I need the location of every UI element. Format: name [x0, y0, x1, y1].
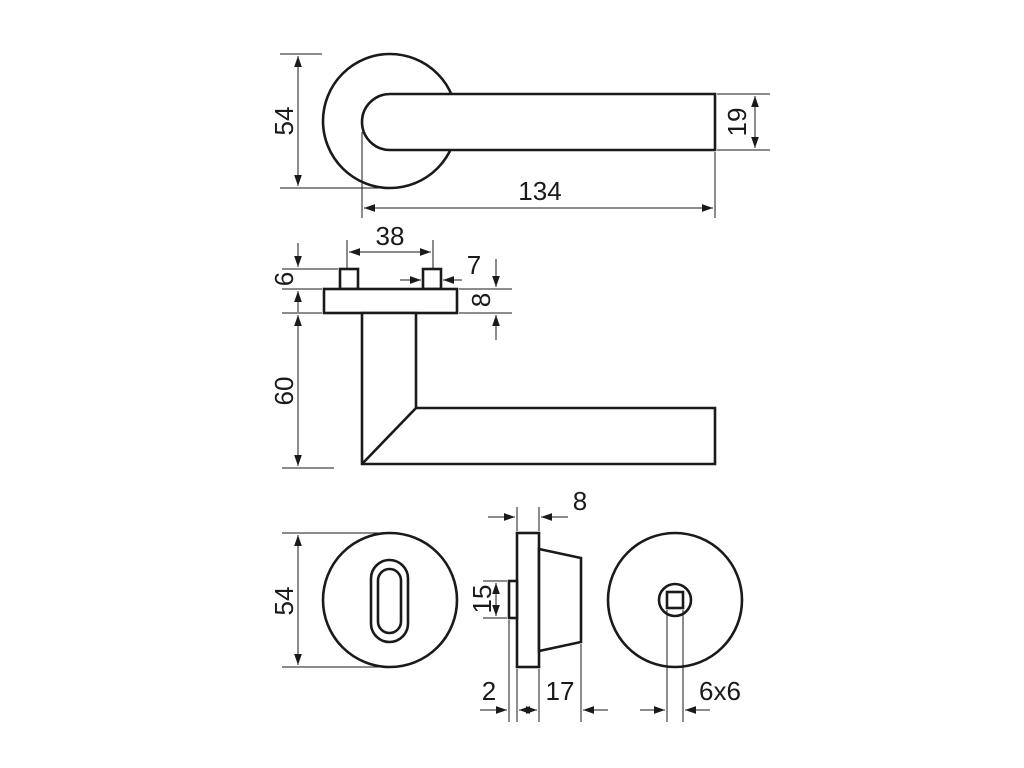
- rose-side-section: 8 15 2 17: [467, 486, 608, 722]
- dim-label-54-bottom: 54: [269, 587, 299, 616]
- dim-lever-thickness: 19: [717, 93, 770, 151]
- rose-collar: [537, 547, 583, 653]
- keyhole-escutcheon-view: 54: [269, 531, 459, 669]
- pin-right: [421, 267, 443, 291]
- dim-spindle-length: 15: [467, 580, 507, 619]
- dim-label-8-side: 8: [466, 293, 496, 307]
- dim-lever-depth: 60: [269, 312, 334, 469]
- lever-profile: [360, 311, 717, 466]
- dim-label-134: 134: [518, 176, 561, 206]
- dim-rose-thickness: 8: [459, 259, 512, 340]
- lever-side-view: 38 7 6 8 60: [269, 221, 717, 469]
- dim-pin-width: 7: [400, 250, 481, 284]
- dim-pin-spacing: 38: [346, 221, 434, 269]
- spindle-square: [665, 590, 685, 610]
- dim-collar-width: 8: [488, 486, 587, 531]
- lever-arm-top: [360, 92, 717, 152]
- dim-collar-depths: 2 17: [480, 620, 608, 722]
- dim-label-17: 17: [546, 676, 575, 706]
- dim-label-38: 38: [376, 221, 405, 251]
- dim-rosette-height: 54: [269, 53, 385, 189]
- spindle-stub: [507, 579, 519, 620]
- dim-label-15: 15: [467, 585, 497, 614]
- dim-escutcheon-diameter: 54: [269, 532, 388, 668]
- dim-label-8-bottom: 8: [573, 486, 587, 516]
- lever-bend-line: [361, 407, 417, 465]
- dim-label-2: 2: [482, 676, 496, 706]
- dim-label-19: 19: [722, 108, 752, 137]
- rose-plate: [322, 287, 459, 315]
- keyhole-inner: [376, 567, 403, 635]
- dim-label-60: 60: [269, 377, 299, 406]
- rose-plate-side: [515, 531, 541, 669]
- dim-pin-height: 6: [269, 243, 338, 312]
- pin-left: [338, 267, 360, 291]
- dim-label-6x6: 6x6: [699, 676, 741, 706]
- dim-spindle-square: 6x6: [640, 610, 741, 722]
- dim-label-6: 6: [269, 272, 299, 286]
- dim-lever-length: 134: [361, 132, 716, 218]
- dim-label-7: 7: [467, 250, 481, 280]
- spindle-rose-view: 6x6: [606, 531, 744, 722]
- dim-label-54-top: 54: [269, 107, 299, 136]
- lever-top-view: 54 19 134: [269, 52, 770, 218]
